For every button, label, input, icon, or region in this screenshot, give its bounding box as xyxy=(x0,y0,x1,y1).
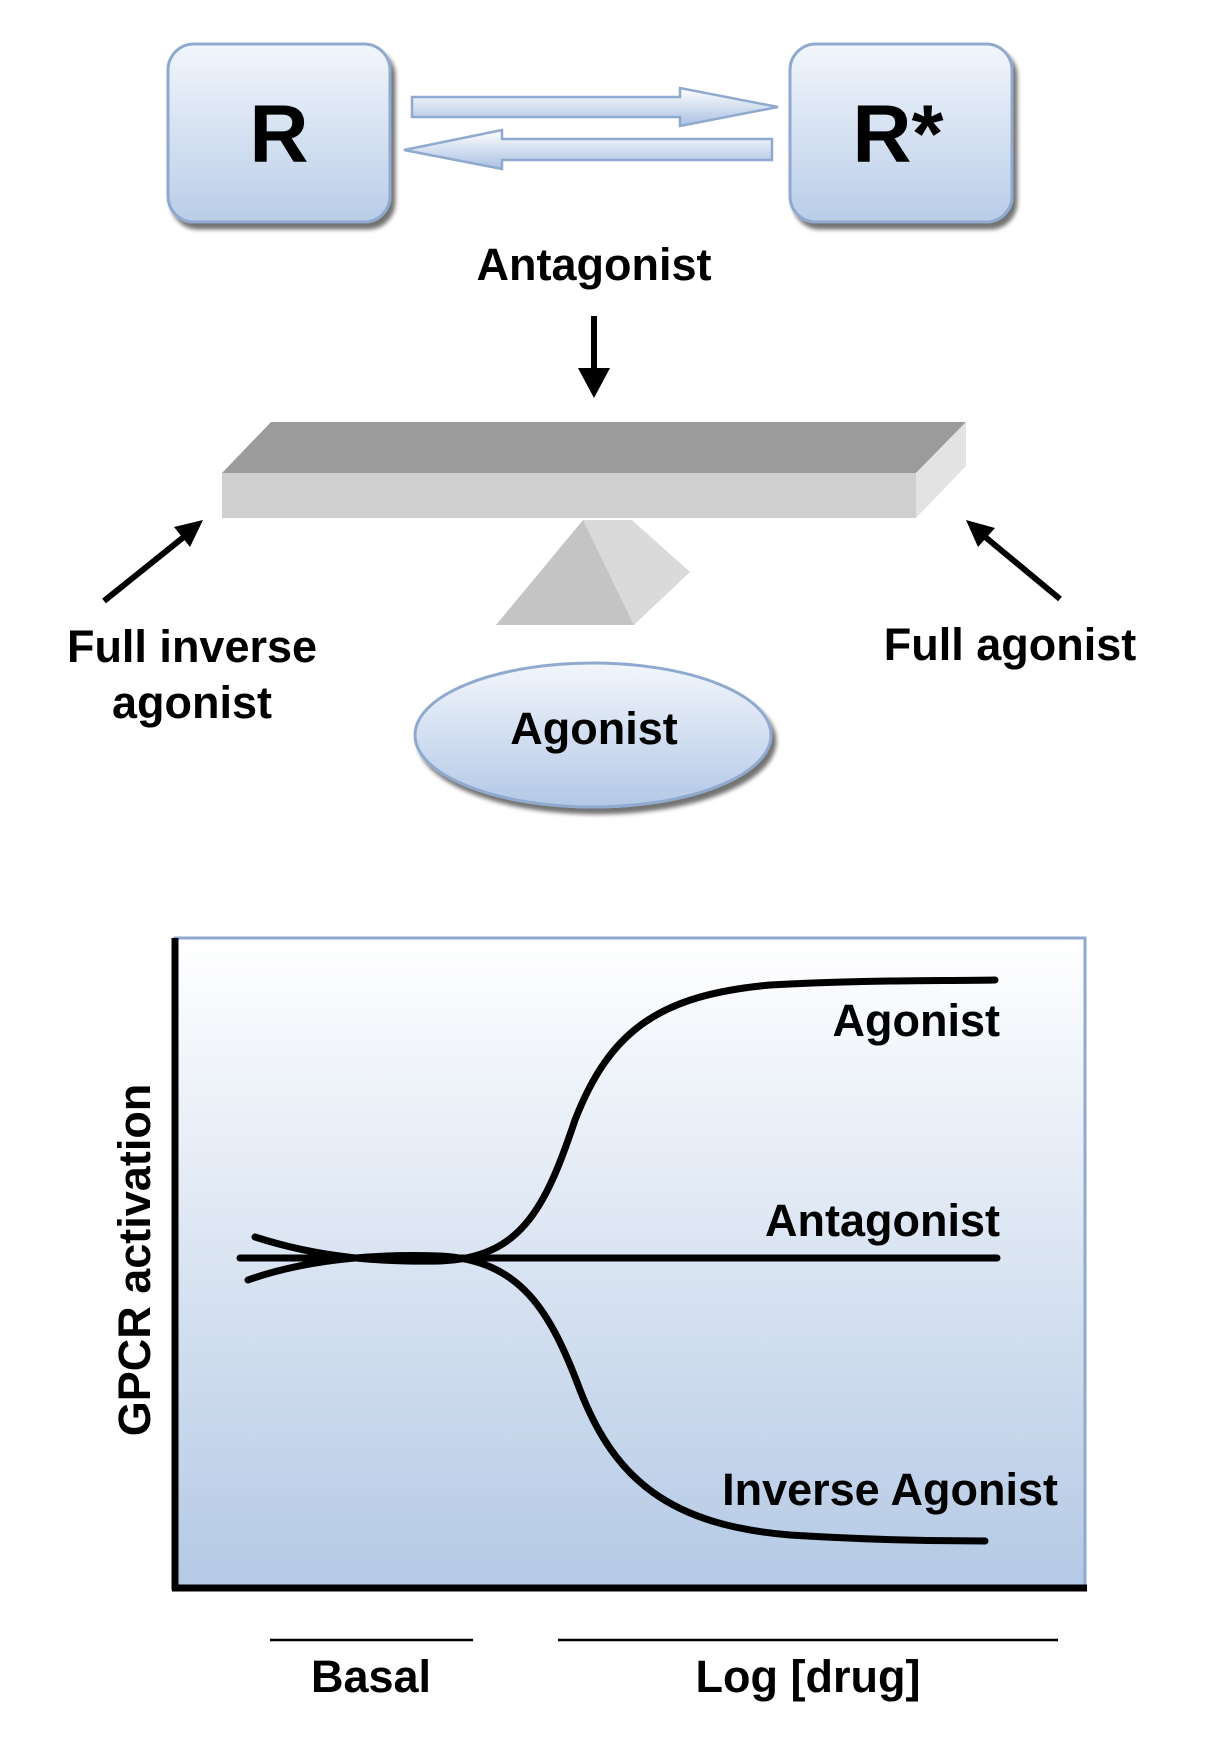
x-axis-regions: Basal Log [drug] xyxy=(270,1638,1058,1702)
full-agonist-arrow xyxy=(966,520,1062,602)
inverse-agonist-curve xyxy=(244,1252,989,1545)
inverse-agonist-arrow xyxy=(102,520,203,604)
r-star-state-box: R* xyxy=(788,42,1014,224)
agonist-ellipse: Agonist xyxy=(413,661,773,809)
r-state-label: R xyxy=(249,89,308,180)
antagonist-label: Antagonist xyxy=(477,239,712,290)
equilibrium-arrows xyxy=(403,86,779,171)
x-axis-label: Log [drug] xyxy=(696,1651,921,1702)
seesaw xyxy=(222,422,966,625)
forward-arrow xyxy=(410,86,779,128)
fulcrum-side xyxy=(583,520,690,625)
basal-label: Basal xyxy=(311,1651,431,1702)
r-state-box: R xyxy=(166,42,392,224)
r-star-state-label: R* xyxy=(852,89,943,180)
full-inverse-agonist-label-line1: Full inverse xyxy=(67,621,317,672)
agonist-curve-label: Agonist xyxy=(833,995,1000,1046)
agonist-ellipse-label: Agonist xyxy=(510,703,677,754)
antagonist-curve-label: Antagonist xyxy=(765,1195,1000,1246)
plank-top xyxy=(222,422,966,473)
reverse-arrow xyxy=(403,128,774,171)
full-agonist-label: Full agonist xyxy=(884,619,1137,670)
inverse-agonist-curve-label: Inverse Agonist xyxy=(722,1464,1058,1515)
plank-front xyxy=(222,473,916,518)
antagonist-down-arrow xyxy=(578,316,610,398)
y-axis-label: GPCR activation xyxy=(109,1084,160,1437)
full-inverse-agonist-label-line2: agonist xyxy=(112,677,272,728)
plank-right xyxy=(916,422,966,518)
activation-plot: Agonist Antagonist Inverse Agonist GPCR … xyxy=(109,936,1087,1592)
fulcrum xyxy=(496,520,634,625)
